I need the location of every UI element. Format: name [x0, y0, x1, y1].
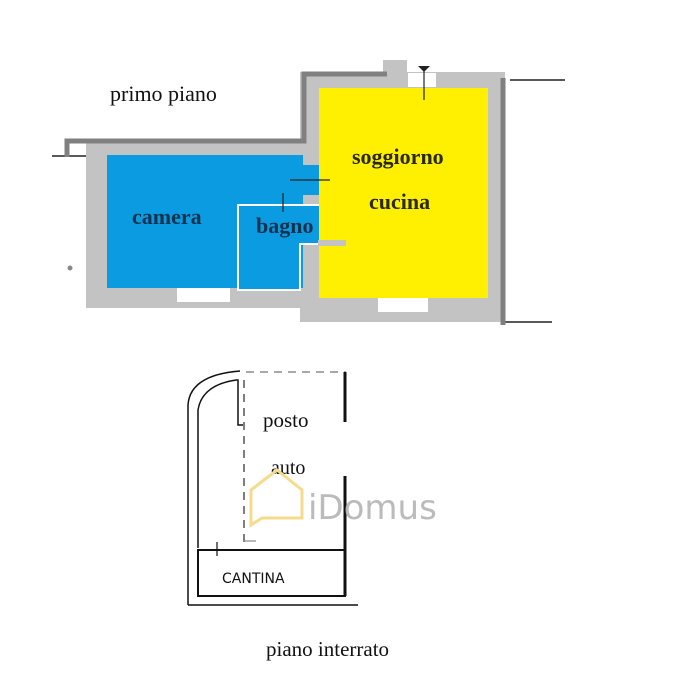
idomus-watermark: iDomus [249, 468, 437, 528]
floor-label-piano-interrato: piano interrato [266, 637, 389, 661]
upper-floor-plan: primo piano camera bagno soggiorno cucin… [52, 60, 565, 325]
watermark-text: iDomus [308, 488, 437, 528]
parking-label-auto: auto [271, 457, 305, 479]
room-soggiorno-cucina [319, 88, 488, 298]
room-label-soggiorno: soggiorno [352, 144, 444, 169]
room-label-bagno: bagno [256, 213, 313, 238]
floor-label-primo-piano: primo piano [110, 81, 217, 106]
room-label-cantina: CANTINA [222, 571, 285, 587]
window [378, 298, 428, 312]
room-label-camera: camera [132, 204, 202, 229]
basement-plan [187, 370, 358, 606]
parking-label-posto: posto [263, 408, 309, 432]
house-logo-icon [249, 468, 304, 528]
window [177, 288, 230, 302]
room-label-cucina: cucina [369, 189, 430, 214]
